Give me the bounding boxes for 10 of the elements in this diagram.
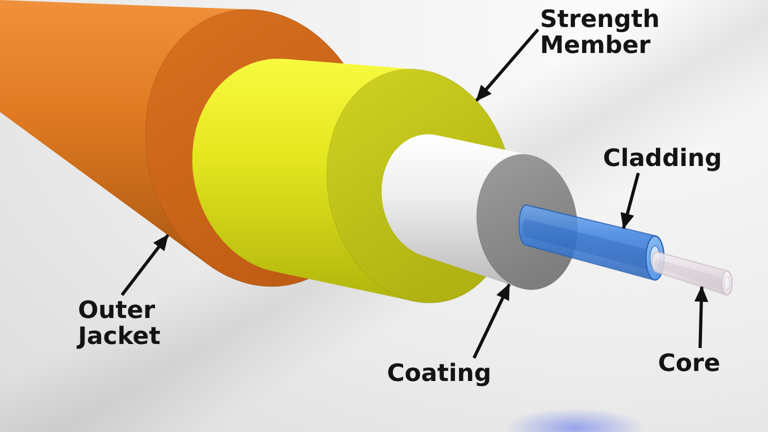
leader-arrow: [472, 284, 511, 359]
leader-arrow: [120, 234, 170, 296]
part-label: Core: [658, 350, 720, 376]
part-label: Outer Jacket: [78, 297, 160, 349]
part-label: Cladding: [603, 145, 722, 171]
leader-arrow: [620, 172, 640, 230]
leader-arrow: [475, 28, 540, 102]
leader-arrow: [694, 286, 708, 348]
part-label: Coating: [387, 360, 492, 386]
part-label: Strength Member: [540, 6, 660, 58]
